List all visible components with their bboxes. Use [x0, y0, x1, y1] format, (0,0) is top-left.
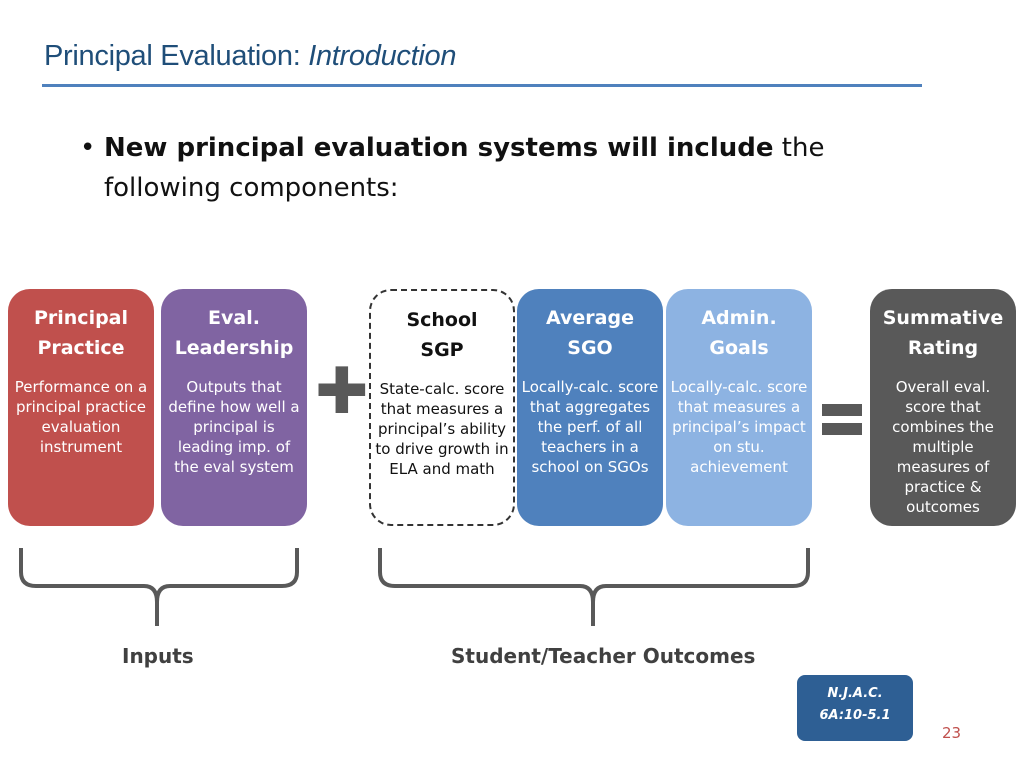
box-description: Overall eval. score that combines the mu… [892, 378, 994, 516]
heading-line-1: Admin. [701, 307, 777, 329]
equals-bar-top [822, 404, 862, 416]
heading-line-1: Summative [882, 307, 1004, 329]
heading-line-2: Practice [37, 337, 125, 359]
citation-box: N.J.A.C. 6A:10-5.1 [797, 675, 913, 741]
bullet-icon: • [80, 133, 96, 163]
heading-line-1: School [406, 309, 478, 331]
box-description: State-calc. score that measures a princi… [375, 380, 509, 478]
heading-line-1: Principal [33, 307, 129, 329]
box-description: Locally-calc. score that aggregates the … [521, 378, 659, 476]
eval-leadership-box: Eval. Leadership Outputs that define how … [161, 289, 307, 526]
heading-line-2: Rating [907, 337, 979, 359]
heading-line-1: Average [546, 307, 634, 329]
heading-line-1: Eval. [208, 307, 260, 329]
citation-line-2: 6A:10-5.1 [819, 708, 891, 723]
box-description: Locally-calc. score that measures a prin… [670, 378, 808, 476]
heading-line-2: Goals [709, 337, 769, 359]
outcomes-brace-icon [378, 548, 810, 626]
heading-line-2: SGO [567, 337, 613, 359]
bullet-text: New principal evaluation systems will in… [80, 128, 840, 208]
title-italic: Introduction [308, 40, 457, 72]
box-description: Performance on a principal practice eval… [14, 378, 148, 456]
bullet-point: • New principal evaluation systems will … [80, 128, 840, 208]
slide-title: Principal Evaluation: Introduction [44, 40, 456, 73]
heading-line-2: SGP [420, 339, 464, 361]
equals-bar-bottom [822, 423, 862, 435]
box-heading: Admin. Goals [666, 303, 812, 363]
box-description: Outputs that define how well a principal… [168, 378, 300, 476]
admin-goals-box: Admin. Goals Locally-calc. score that mea… [666, 289, 812, 526]
outcomes-label: Student/Teacher Outcomes [451, 644, 756, 668]
citation-line-1: N.J.A.C. [827, 686, 883, 701]
box-heading: Eval. Leadership [161, 303, 307, 363]
heading-line-2: Leadership [174, 337, 294, 359]
bullet-rest-text: the following components: [104, 133, 825, 203]
inputs-brace-icon [19, 548, 299, 626]
plus-icon: ✚ [315, 355, 369, 429]
page-number: 23 [942, 724, 962, 742]
title-divider [42, 84, 922, 87]
bullet-bold-text: New principal evaluation systems will in… [104, 133, 774, 163]
title-main: Principal Evaluation: [44, 40, 309, 72]
inputs-label: Inputs [122, 644, 194, 668]
